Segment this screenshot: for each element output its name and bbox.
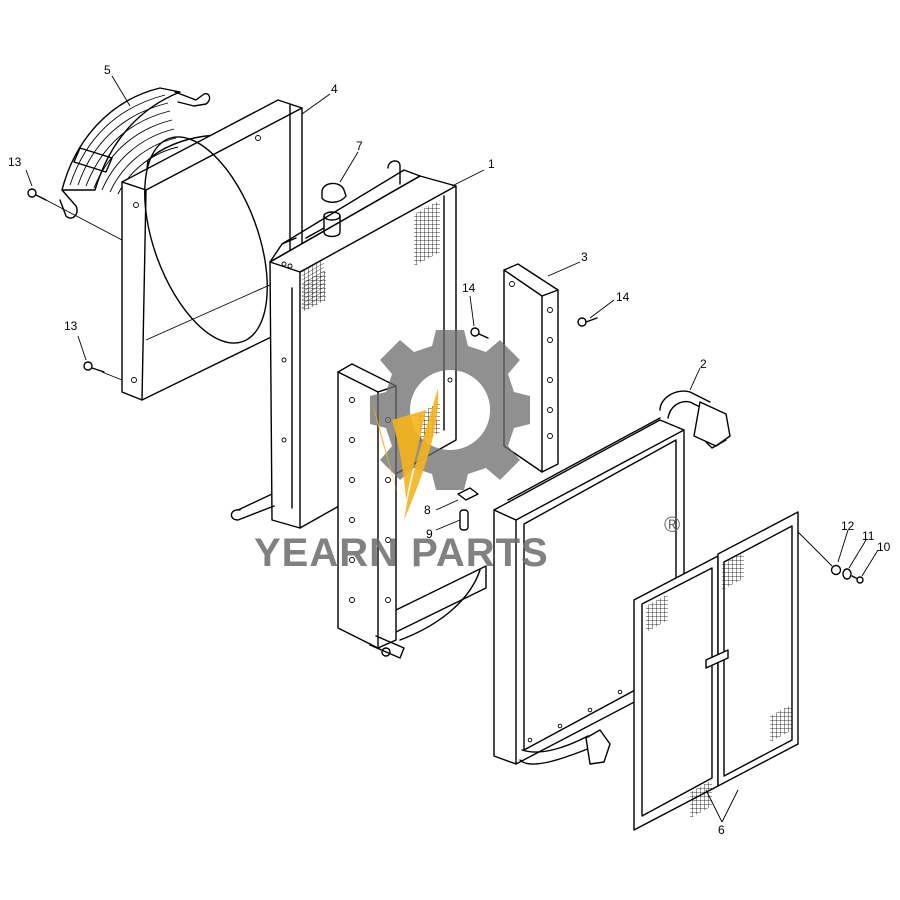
callout-13-lower: 13 bbox=[64, 319, 78, 333]
callout-3: 3 bbox=[581, 250, 588, 264]
flame-icon bbox=[372, 388, 439, 520]
bolt-14-left bbox=[470, 327, 489, 339]
callout-12: 12 bbox=[841, 519, 855, 533]
callout-1: 1 bbox=[488, 157, 495, 171]
callout-labels: 5 4 1 7 3 2 13 13 14 14 8 9 12 11 10 6 bbox=[8, 63, 891, 837]
screen-panels bbox=[633, 511, 799, 831]
callout-14-left: 14 bbox=[462, 281, 476, 295]
bolt-part-10 bbox=[851, 575, 864, 584]
callout-6: 6 bbox=[718, 823, 725, 837]
bolt-13-lower bbox=[83, 361, 105, 373]
bolt-13-upper bbox=[27, 188, 47, 201]
callout-9: 9 bbox=[426, 527, 433, 541]
pin-part-9 bbox=[459, 509, 469, 531]
registered-mark: ® bbox=[664, 512, 680, 537]
callout-5: 5 bbox=[104, 63, 111, 77]
callout-4: 4 bbox=[331, 82, 338, 96]
washer-part-11 bbox=[842, 568, 852, 580]
callout-14-right: 14 bbox=[616, 290, 630, 304]
callout-10: 10 bbox=[877, 540, 891, 554]
callout-2: 2 bbox=[700, 357, 707, 371]
callout-13-upper: 13 bbox=[8, 155, 22, 169]
watermark-logo: YEARN PARTS ® bbox=[254, 330, 680, 575]
clip-part-8 bbox=[457, 487, 479, 501]
radiator-cap bbox=[305, 182, 347, 239]
callout-8: 8 bbox=[424, 503, 431, 517]
leader-lines bbox=[25, 75, 879, 823]
watermark-brand: YEARN PARTS bbox=[254, 531, 549, 575]
bolt-14-right bbox=[577, 317, 598, 327]
nut-part-12 bbox=[830, 564, 842, 576]
fan-guard bbox=[59, 87, 211, 219]
callout-11: 11 bbox=[862, 529, 875, 543]
callout-7: 7 bbox=[356, 139, 363, 153]
